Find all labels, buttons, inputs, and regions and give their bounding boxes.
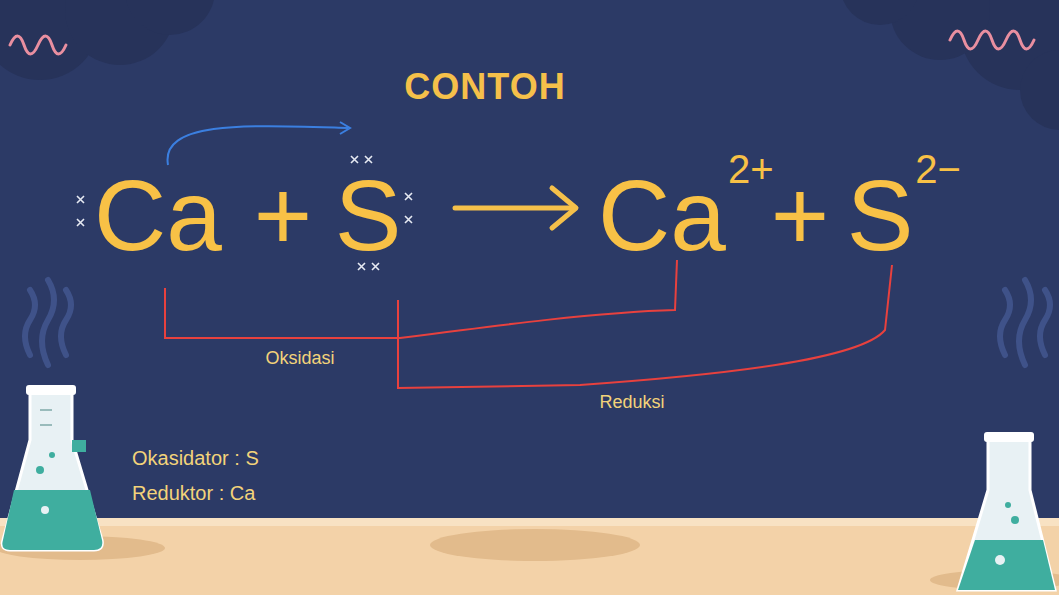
note-text: Okasidator : S: [132, 448, 259, 468]
ion-symbol: S: [847, 165, 914, 265]
reaction-arrow: [455, 188, 576, 228]
cloud: [0, 0, 1059, 130]
process-label: Oksidasi: [265, 349, 334, 367]
flask: [958, 432, 1055, 590]
squiggle: [10, 36, 66, 54]
flask: [2, 385, 102, 550]
oxidation-bracket: [165, 260, 677, 338]
slide-title: CONTOH: [404, 69, 565, 105]
squiggle: [950, 31, 1034, 49]
ion-charge: 2+: [728, 149, 774, 189]
ion-symbol: Ca: [598, 165, 726, 265]
note-text: Reduktor : Ca: [132, 483, 255, 503]
electron-mark: [77, 156, 412, 270]
process-label: Reduksi: [599, 393, 664, 411]
plus-sign: +: [771, 165, 829, 265]
element-symbol: Ca: [94, 165, 222, 265]
table-top: [0, 518, 1059, 595]
table-edge: [0, 518, 1059, 526]
table-shadow: [0, 529, 1059, 590]
transfer-arc: [168, 126, 348, 165]
arrowhead: [340, 122, 350, 134]
plus-sign: +: [254, 165, 312, 265]
element-symbol: S: [335, 165, 402, 265]
reduction-bracket: [398, 265, 892, 388]
steam: [25, 280, 1050, 365]
ion-charge: 2−: [915, 149, 961, 189]
